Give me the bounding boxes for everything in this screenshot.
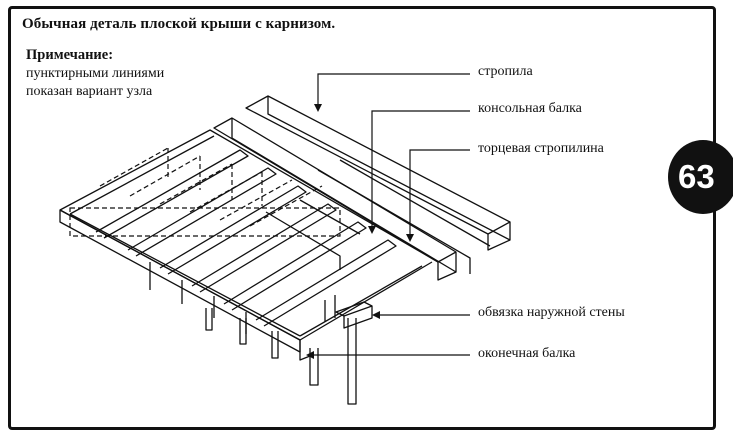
leader-lines [310,73,470,356]
page-number-badge: 63 [668,140,733,214]
page-number: 63 [678,158,715,195]
figure-title: Обычная деталь плоской крыши с карнизом. [22,16,336,32]
label-end-beam: оконечная балка [478,346,576,361]
label-rafters: стропила [478,64,533,79]
inner-rafters [95,149,397,327]
wall-studs [205,295,357,405]
note-text-line-1: пунктирными линиями [26,66,165,81]
note-heading: Примечание: [26,47,114,63]
rafter-beam [245,95,511,251]
joists [149,159,491,334]
label-end-rafter: торцевая стропилина [478,141,604,156]
label-cantilever-beam: консольная балка [478,101,582,116]
label-top-plate: обвязка наружной стены [478,305,625,320]
leader-arrowheads [306,104,414,359]
note-text-line-2: показан вариант узла [26,84,153,99]
dashed-variant [69,147,341,237]
roof-deck-frame [59,129,439,361]
